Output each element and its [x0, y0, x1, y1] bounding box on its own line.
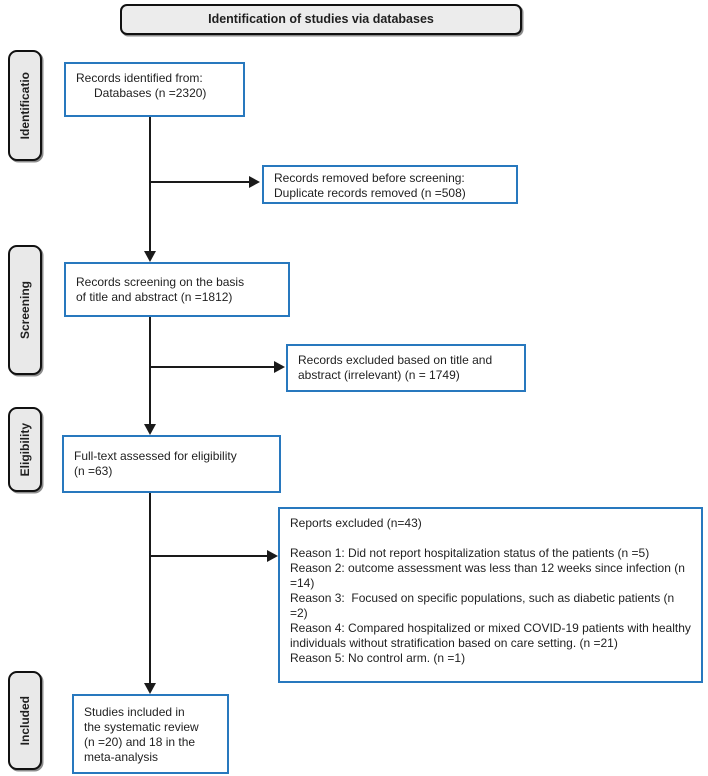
arrow-identified-to-screened-line	[149, 117, 151, 251]
arrow-to-records-excluded-head	[274, 361, 285, 373]
exclusion-reason-1: Reason 1: Did not report hospitalization…	[290, 546, 650, 560]
box-records-excluded-line1: Records excluded based on title and	[298, 353, 493, 367]
box-records-removed: Records removed before screening: Duplic…	[262, 165, 518, 204]
diagram-header: Identification of studies via databases	[120, 4, 522, 35]
box-fulltext-assessed-line1: Full-text assessed for eligibility	[74, 449, 237, 463]
box-reports-excluded: Reports excluded (n=43) Reason 1: Did no…	[278, 507, 703, 683]
arrow-to-records-excluded-line	[150, 366, 274, 368]
box-fulltext-assessed-line2: (n =63)	[74, 464, 113, 478]
arrow-fulltext-to-included-line	[149, 493, 151, 683]
stage-label-identification: Identificatio	[8, 50, 42, 161]
exclusion-reason-3: Reason 3: Focused on specific population…	[290, 591, 678, 620]
box-studies-included-line3: (n =20) and 18 in the	[84, 735, 196, 749]
box-studies-included-line4: meta-analysis	[84, 750, 159, 764]
arrow-to-reports-excluded-head	[267, 550, 278, 562]
stage-label-screening-text: Screening	[17, 280, 32, 340]
box-records-removed-line2: Duplicate records removed (n =508)	[274, 186, 466, 200]
arrow-to-records-removed-line	[150, 181, 249, 183]
box-records-identified-line2: Databases (n =2320)	[94, 86, 207, 100]
stage-label-screening: Screening	[8, 245, 42, 375]
arrow-to-records-removed-head	[249, 176, 260, 188]
stage-label-identification-text: Identificatio	[17, 71, 32, 140]
box-studies-included: Studies included in the systematic revie…	[72, 694, 229, 774]
stage-label-included-text: Included	[17, 695, 32, 746]
diagram-title: Identification of studies via databases	[208, 11, 434, 26]
arrow-fulltext-to-included-head	[144, 683, 156, 694]
stage-label-eligibility: Eligibility	[8, 407, 42, 492]
box-reports-excluded-title: Reports excluded (n=43)	[290, 516, 422, 530]
exclusion-reason-4: Reason 4: Compared hospitalized or mixed…	[290, 621, 695, 650]
arrow-to-reports-excluded-line	[150, 555, 267, 557]
stage-label-eligibility-text: Eligibility	[17, 422, 32, 477]
arrow-identified-to-screened-head	[144, 251, 156, 262]
box-records-excluded-line2: abstract (irrelevant) (n = 1749)	[298, 368, 460, 382]
box-studies-included-line1: Studies included in	[84, 705, 185, 719]
box-records-screened-line1: Records screening on the basis	[76, 274, 245, 289]
arrow-screened-to-fulltext-line	[149, 317, 151, 424]
exclusion-reason-2: Reason 2: outcome assessment was less th…	[290, 561, 689, 590]
box-records-excluded: Records excluded based on title and abst…	[286, 344, 526, 392]
box-records-identified: Records identified from: Databases (n =2…	[64, 62, 245, 117]
box-records-screened-line2: of title and abstract (n =1812)	[76, 289, 233, 304]
box-records-removed-line1: Records removed before screening:	[274, 171, 465, 185]
box-studies-included-line2: the systematic review	[84, 720, 199, 734]
stage-label-included: Included	[8, 671, 42, 770]
box-records-identified-line1: Records identified from:	[76, 71, 203, 85]
exclusion-reason-5: Reason 5: No control arm. (n =1)	[290, 651, 466, 665]
box-fulltext-assessed: Full-text assessed for eligibility (n =6…	[62, 435, 281, 493]
box-records-screened: Records screening on the basis of title …	[64, 262, 290, 317]
arrow-screened-to-fulltext-head	[144, 424, 156, 435]
